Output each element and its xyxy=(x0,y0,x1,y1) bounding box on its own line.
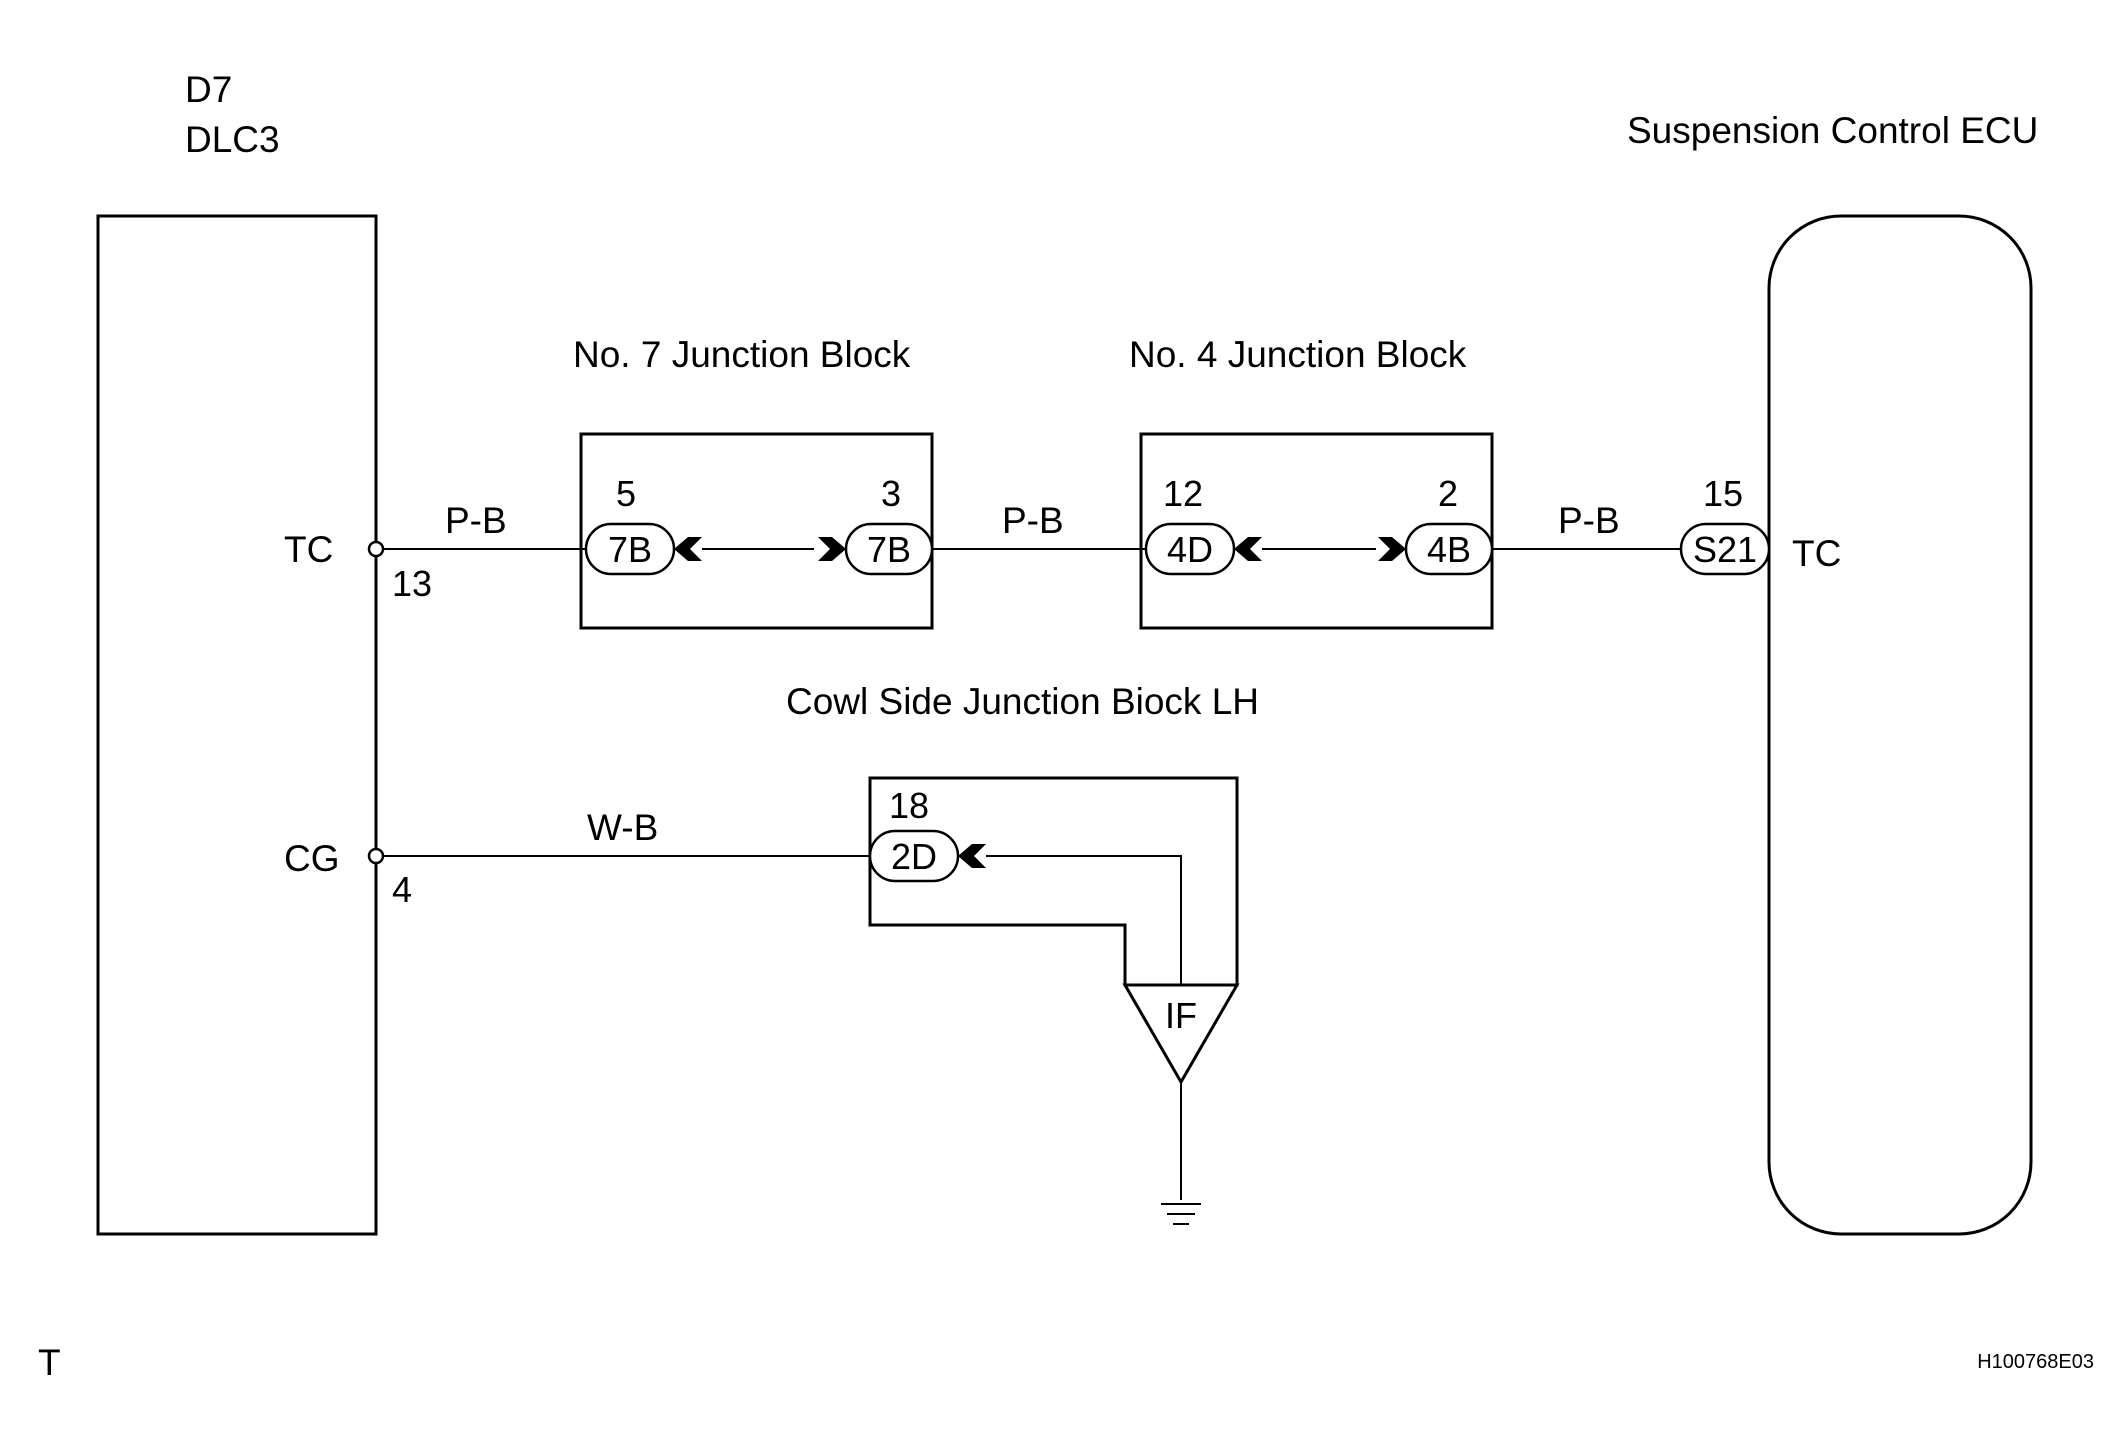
dlc-cg-terminal xyxy=(367,847,385,865)
ecu-tc-label: TC xyxy=(1792,533,1841,574)
jb7-left-arrow-icon xyxy=(674,537,702,561)
ground-point-label: IF xyxy=(1165,995,1197,1036)
cowl-pin: 18 xyxy=(889,785,929,826)
jb4-right-connector-label: 4B xyxy=(1427,529,1471,570)
dlc-cg-pin: 4 xyxy=(392,869,412,910)
jb7-title: No. 7 Junction Block xyxy=(573,334,911,375)
jb7-right-arrow-icon xyxy=(818,537,846,561)
wire-label-jb7-jb4: P-B xyxy=(1002,500,1064,541)
dlc-tc-pin: 13 xyxy=(392,563,432,604)
jb7-left-connector-label: 7B xyxy=(608,529,652,570)
ecu-connector xyxy=(1679,522,1771,576)
jb4-box xyxy=(1139,432,1494,630)
wire-label-cg-cowl: W-B xyxy=(587,807,658,848)
cowl-arrow-icon xyxy=(958,844,986,868)
dlc3-box xyxy=(96,214,378,1236)
jb7-right-connector-label: 7B xyxy=(867,529,911,570)
figure-code: H100768E03 xyxy=(1977,1351,2094,1373)
ecu-pin: 15 xyxy=(1703,473,1743,514)
jb4-right-arrow-icon xyxy=(1378,537,1406,561)
wire-label-tc-dlc-jb7: P-B xyxy=(445,500,507,541)
jb4-right-pin: 2 xyxy=(1438,473,1458,514)
cowl-connector-label: 2D xyxy=(891,836,937,877)
jb7-right-pin: 3 xyxy=(881,473,901,514)
jb7-left-pin: 5 xyxy=(616,473,636,514)
jb4-left-pin: 12 xyxy=(1163,473,1203,514)
dlc-tc-terminal xyxy=(367,540,385,558)
ecu-title: Suspension Control ECU xyxy=(1627,110,2038,151)
ground-point-triangle xyxy=(1122,983,1240,1086)
ecu-box xyxy=(1767,214,2033,1236)
jb7-box xyxy=(579,432,934,630)
jb4-left-arrow-icon xyxy=(1234,537,1262,561)
jb4-left-connector-label: 4D xyxy=(1167,529,1213,570)
cowl-internal-wire xyxy=(986,855,1182,985)
cowl-title: Cowl Side Junction Biock LH xyxy=(786,681,1259,722)
ground-icon xyxy=(1161,1203,1201,1225)
corner-mark: T xyxy=(38,1342,61,1383)
dlc-name-label: DLC3 xyxy=(185,119,280,160)
wire-label-jb4-ecu: P-B xyxy=(1558,500,1620,541)
dlc-id-label: D7 xyxy=(185,69,232,110)
dlc-cg-label: CG xyxy=(284,838,340,879)
ecu-connector-label: S21 xyxy=(1693,529,1757,570)
jb4-title: No. 4 Junction Block xyxy=(1129,334,1467,375)
dlc-tc-label: TC xyxy=(284,529,333,570)
